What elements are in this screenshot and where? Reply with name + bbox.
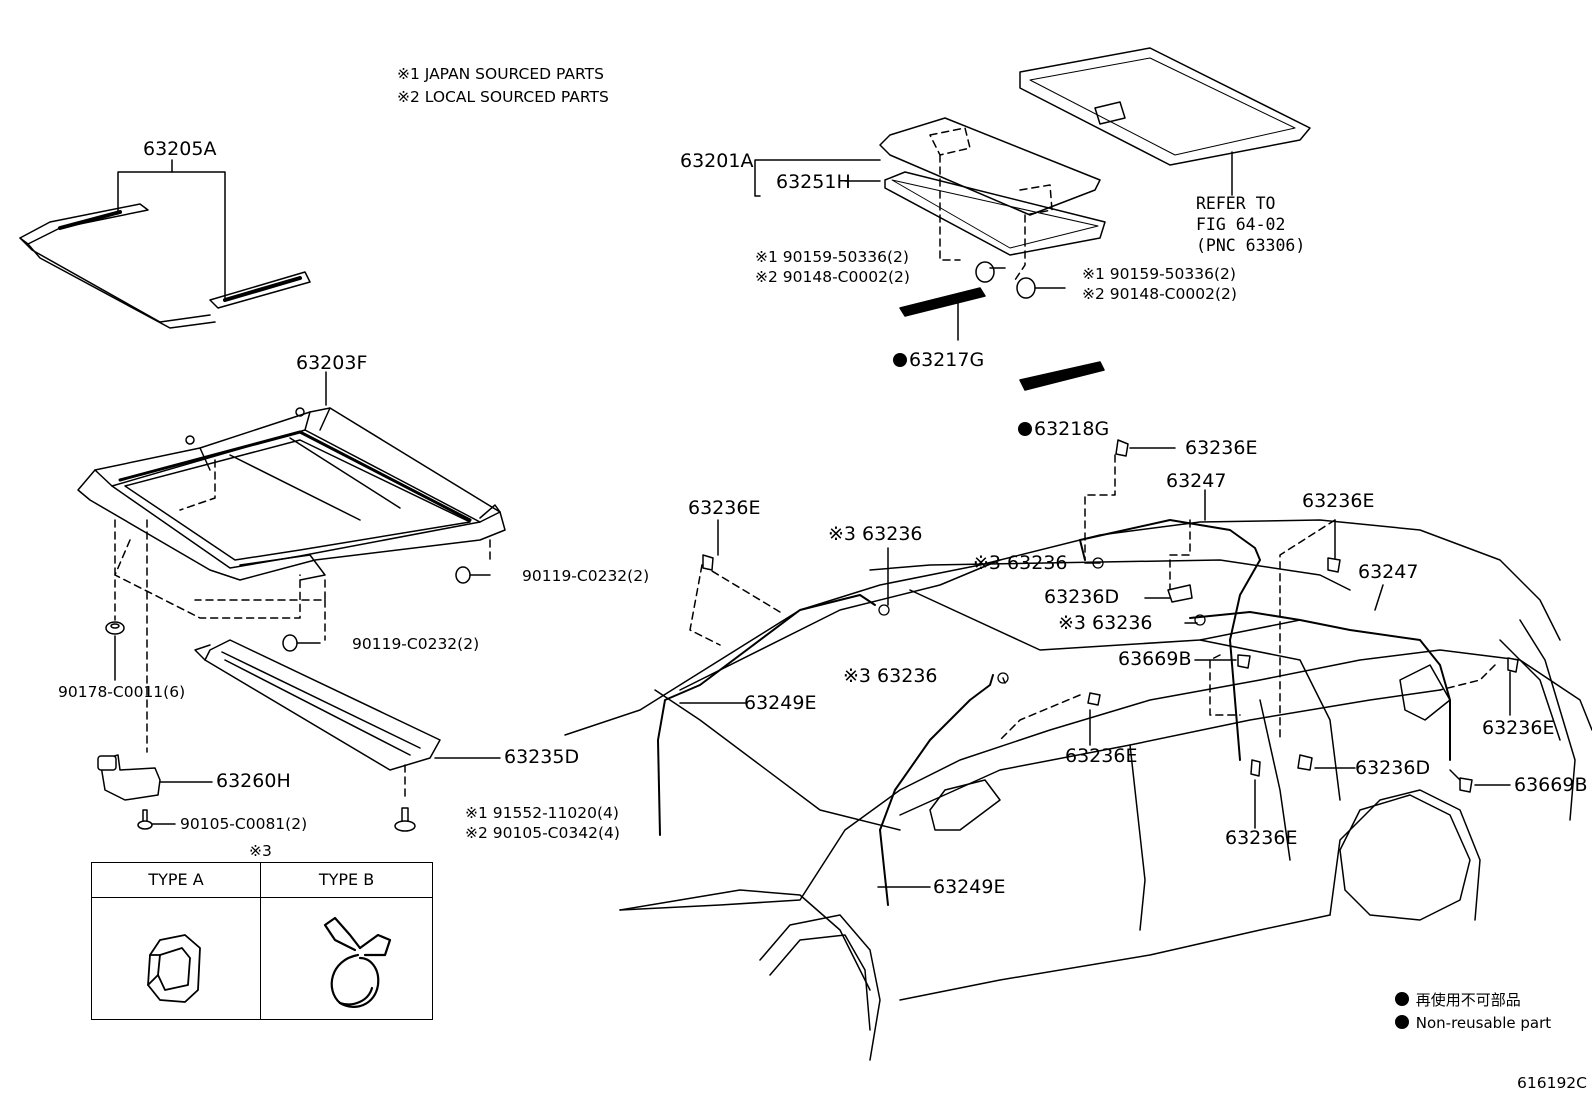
part-label-63236d-b: 63236D (1355, 757, 1431, 779)
part-label-63236e-right: 63236E (1302, 490, 1375, 512)
part-label-63247-top: 63247 (1166, 470, 1227, 492)
clip-type-table: TYPE A TYPE B (91, 862, 433, 1020)
clip-63236d-a (1167, 584, 1193, 603)
clip-63236e-top (1115, 439, 1129, 457)
legend-row-en: Non-reusable part (1395, 1014, 1551, 1032)
screw-90105 (137, 809, 153, 830)
part-label-90119-a: 90119-C0232(2) (522, 567, 650, 585)
part-label-90105-b: ※2 90105-C0342(4) (465, 824, 620, 842)
clip-63669b-a (1237, 654, 1251, 669)
sunshade-drawing (1019, 47, 1311, 166)
part-label-63236e-mid: 63236E (1065, 745, 1138, 767)
clip-63236e-far (1507, 657, 1519, 673)
legend-text-en: Non-reusable part (1415, 1014, 1552, 1032)
note-japan-sourced: ※1 JAPAN SOURCED PARTS (397, 65, 604, 83)
glass-drawing (879, 117, 1106, 256)
deflector-63218g (1019, 361, 1105, 391)
drain-hose-63249e-front (657, 594, 994, 906)
nut-90178 (105, 621, 125, 635)
type-a-clip-drawing (147, 934, 201, 1003)
non-reusable-dot-icon (1395, 992, 1409, 1006)
note-local-sourced: ※2 LOCAL SOURCED PARTS (397, 88, 609, 106)
clip-63669b-b (1459, 777, 1473, 793)
part-label-63669b-a: 63669B (1118, 648, 1192, 670)
legend-text-jp: 再使用不可部品 (1415, 991, 1521, 1009)
part-label-63203f: 63203F (296, 352, 368, 374)
part-label-63236-d: ※3 63236 (843, 665, 938, 687)
figure-id: 616192C (1517, 1074, 1587, 1092)
bolt-90119-b (282, 634, 321, 652)
part-label-90159-a: ※1 90159-50336(2) (755, 248, 909, 266)
part-label-63236-c: ※3 63236 (1058, 612, 1153, 634)
part-label-63205a: 63205A (143, 138, 217, 160)
type-b-header: TYPE B (261, 863, 432, 898)
part-label-63669b-b: 63669B (1514, 774, 1588, 796)
clip-63236d-b (1297, 754, 1313, 771)
part-label-63251h: 63251H (776, 171, 851, 193)
part-label-63260h: 63260H (216, 770, 291, 792)
part-label-63217g: 63217G (893, 349, 984, 371)
clip-90159-a (975, 261, 1006, 283)
seal-rail-drawing (19, 203, 311, 329)
part-number-63218g: 63218G (1034, 418, 1110, 440)
bolt-91552 (394, 807, 416, 832)
part-label-90148-b: ※2 90148-C0002(2) (1082, 285, 1237, 303)
part-label-90159-b: ※1 90159-50336(2) (1082, 265, 1236, 283)
part-label-63236-a: ※3 63236 (828, 523, 923, 545)
refer-note: REFER TO FIG 64-02 (PNC 63306) (1196, 193, 1305, 256)
part-label-63236d-a: 63236D (1044, 586, 1120, 608)
part-label-90119-b: 90119-C0232(2) (352, 635, 480, 653)
part-label-63236e-left: 63236E (688, 497, 761, 519)
type-a-header: TYPE A (92, 863, 260, 898)
part-label-90105-a: 90105-C0081(2) (180, 815, 308, 833)
part-label-90148-a: ※2 90148-C0002(2) (755, 268, 910, 286)
part-label-63236e-far: 63236E (1482, 717, 1555, 739)
part-label-63249e-bottom: 63249E (933, 876, 1006, 898)
part-label-63249e-top: 63249E (744, 692, 817, 714)
type-table-marker: ※3 (249, 842, 272, 860)
refer-line-3: (PNC 63306) (1196, 236, 1306, 255)
part-label-63236-b: ※3 63236 (973, 552, 1068, 574)
table-divider (260, 863, 261, 1019)
refer-line-2: FIG 64-02 (1196, 215, 1286, 234)
part-label-90178: 90178-C0011(6) (58, 683, 186, 701)
part-label-91552: ※1 91552-11020(4) (465, 804, 619, 822)
clip-63236e-right (1327, 557, 1341, 573)
part-label-63236e-bottom: 63236E (1225, 827, 1298, 849)
bolt-90119-a (455, 566, 491, 584)
non-reusable-dot-icon (1018, 422, 1032, 436)
clip-63236e-left (702, 554, 714, 571)
clip-63236e-mid (1087, 692, 1101, 706)
part-label-63236e-top: 63236E (1185, 437, 1258, 459)
deflector-63217g (899, 287, 986, 317)
part-label-63201a: 63201A (680, 150, 754, 172)
part-number-63217g: 63217G (909, 349, 985, 371)
part-label-63218g: 63218G (1018, 418, 1109, 440)
type-b-clip-drawing (323, 916, 392, 1008)
drain-trough-drawing (194, 639, 441, 771)
car-body-drawing (564, 519, 1592, 1061)
sunroof-frame-drawing (77, 407, 506, 581)
refer-line-1: REFER TO (1196, 194, 1276, 213)
part-label-63235d: 63235D (504, 746, 580, 768)
motor-drawing (97, 754, 161, 801)
clip-90159-b (1016, 277, 1066, 299)
non-reusable-dot-icon (1395, 1015, 1409, 1029)
non-reusable-dot-icon (893, 353, 907, 367)
legend-row-jp: 再使用不可部品 (1395, 989, 1521, 1010)
part-label-63247-right: 63247 (1358, 561, 1419, 583)
clip-63236e-bottom (1250, 759, 1261, 777)
